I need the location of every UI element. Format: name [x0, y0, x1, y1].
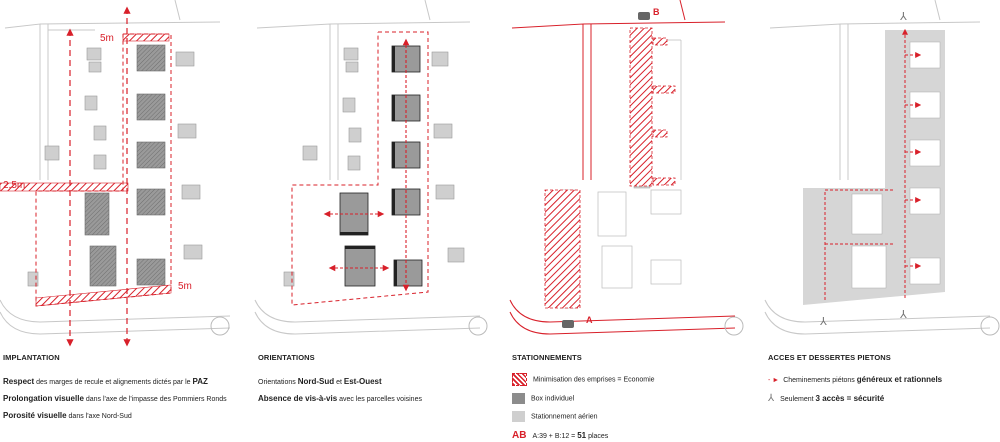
pedestrian-icon: ⅄: [768, 393, 775, 404]
dim-bottom-label: 5m: [178, 281, 192, 292]
parking-label-b: B: [653, 7, 660, 17]
caption-title: STATIONNEMENTS: [512, 353, 582, 362]
legend-item: Minimisation des emprises = Economie: [512, 373, 752, 386]
legend-item: - ►Cheminements piétons généreux et rati…: [768, 375, 943, 384]
caption-line: Orientations Nord-Sud et Est-Ouest: [258, 377, 382, 386]
svg-text:⅄: ⅄: [820, 315, 827, 328]
pedestrian-icon: ⅄ ⅄ ⅄: [820, 10, 907, 328]
car-icon: [562, 12, 650, 328]
legend-item: Box individuel: [512, 393, 752, 404]
caption-line: Prolongation visuelle dans l'axe de l'im…: [3, 394, 227, 403]
dim-left-label: 2.5m: [3, 180, 26, 191]
caption-line: Porosité visuelle dans l'axe Nord-Sud: [3, 411, 132, 420]
caption-acces: ACCES ET DESSERTES PIETONS - ►Cheminemen…: [768, 353, 998, 405]
caption-title: ORIENTATIONS: [258, 353, 315, 362]
caption-implantation: IMPLANTATION Respect des marges de recul…: [3, 353, 243, 422]
plan-orientations: [254, 0, 488, 336]
legend-item: ⅄Seulement 3 accès = sécurité: [768, 393, 885, 404]
parking-label-a: A: [586, 315, 593, 325]
dim-top-label: 5m: [100, 33, 114, 44]
legend-item: Stationnement aérien: [512, 411, 752, 423]
caption-title: IMPLANTATION: [3, 353, 60, 362]
plan-implantation: [0, 0, 231, 347]
caption-title: ACCES ET DESSERTES PIETONS: [768, 353, 891, 362]
svg-text:⅄: ⅄: [900, 10, 907, 23]
caption-orientations: ORIENTATIONS Orientations Nord-Sud et Es…: [258, 353, 498, 405]
plan-acces: ⅄ ⅄ ⅄: [764, 0, 1000, 336]
caption-line: Absence de vis-à-vis avec les parcelles …: [258, 394, 422, 403]
caption-line: Respect des marges de recule et aligneme…: [3, 377, 208, 386]
svg-text:⅄: ⅄: [900, 308, 907, 321]
plan-stationnements: [509, 0, 744, 336]
caption-stationnements: STATIONNEMENTS Minimisation des emprises…: [512, 353, 752, 442]
